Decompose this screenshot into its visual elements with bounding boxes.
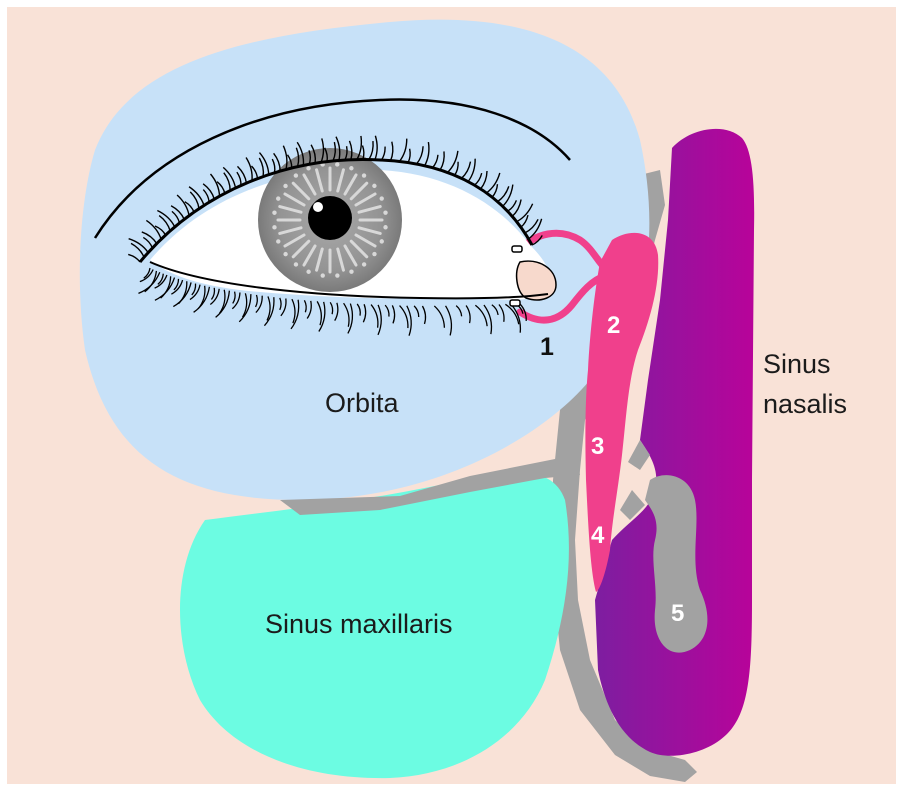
sinus-maxillaris-label: Sinus maxillaris: [265, 609, 453, 639]
number-5-inferior-meatus: 5: [671, 600, 684, 627]
iris-fiber-tip: [283, 184, 287, 188]
orbita-label: Orbita: [325, 388, 400, 418]
iris-fiber-tip: [335, 273, 339, 277]
iris-fiber-tip: [276, 239, 280, 243]
sinus-nasalis-label-line2: nasalis: [763, 389, 847, 419]
iris-fiber-tip: [321, 273, 325, 277]
iris-fiber-tip: [276, 196, 280, 200]
upper-punctum: [512, 246, 522, 252]
iris-fiber-tip: [383, 210, 387, 214]
iris-fiber-tip: [272, 225, 276, 229]
iris-fiber-tip: [306, 166, 310, 170]
iris-fiber-tip: [380, 239, 384, 243]
number-3-duct-upper: 3: [591, 433, 604, 460]
iris-fiber-tip: [362, 173, 366, 177]
number-1-canaliculus: 1: [540, 333, 554, 361]
iris-fiber-tip: [380, 196, 384, 200]
iris-fiber-tip: [306, 270, 310, 274]
iris-fiber-tip: [349, 270, 353, 274]
iris-fiber-tip: [372, 184, 376, 188]
iris-fiber-tip: [372, 252, 376, 256]
number-4-duct-lower: 4: [591, 522, 605, 549]
iris-fiber-tip: [362, 262, 366, 266]
iris-fiber-tip: [272, 211, 276, 215]
iris-fiber-tip: [283, 252, 287, 256]
iris-fiber-tip: [294, 173, 298, 177]
lower-punctum: [510, 300, 520, 306]
number-2-lacrimal-sac: 2: [607, 312, 620, 339]
iris-fiber-tip: [335, 162, 339, 166]
pupil-highlight: [313, 202, 323, 212]
sinus-nasalis-label-line1: Sinus: [763, 349, 831, 379]
iris-fiber-tip: [383, 225, 387, 229]
pupil: [308, 196, 352, 240]
iris-fiber-tip: [294, 262, 298, 266]
iris-fiber-tip: [349, 166, 353, 170]
